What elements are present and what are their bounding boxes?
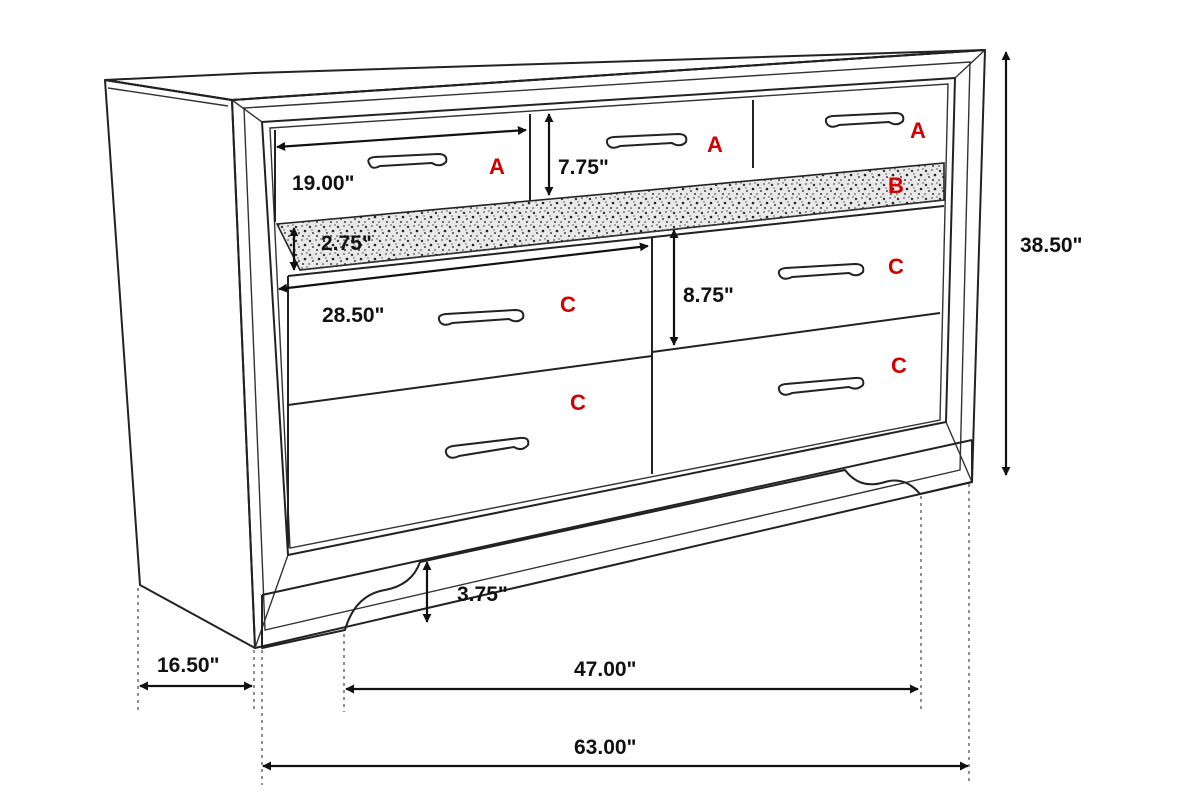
drawer-label-b: B [888,173,904,198]
depth-label: 16.50" [157,654,220,677]
overall-height-label: 38.50" [1020,234,1083,257]
extension-lines [137,484,970,785]
handle-icon [777,263,865,280]
base-height-label: 3.75" [457,583,508,606]
drawer-a-height-label: 7.75" [558,156,609,179]
drawer-b-height-label: 2.75" [321,232,372,255]
handle-icon [444,436,530,459]
drawer-a-width-arrow [276,126,527,151]
handle-icon [605,133,688,149]
drawer-label-c-upper-right: C [888,254,904,279]
base-apron [261,440,973,649]
drawer-label-a-left: A [489,154,505,179]
handle-icon [777,376,865,396]
drawer-c-height-label: 8.75" [683,284,734,307]
drawer-type-labels: A A A B C C C C [489,118,926,415]
drawer-handles [367,112,905,459]
base-inner-width-label: 47.00" [574,658,637,681]
dimension-labels: 38.50" 19.00" 7.75" 2.75" 28.50" 8.75" 3… [157,156,1083,759]
top-surface [104,49,986,101]
handle-icon [824,112,905,128]
drawer-c-width-arrow [278,242,649,293]
drawer-a-width-label: 19.00" [292,172,355,195]
handle-icon [437,309,525,326]
drawer-label-c-upper-left: C [560,292,576,317]
dresser-base [261,439,973,649]
dresser-body [104,49,986,649]
drawer-label-c-lower-right: C [891,353,907,378]
drawer-label-c-lower-left: C [570,390,586,415]
overall-width-label: 63.00" [574,736,637,759]
side-panel [104,79,256,649]
handle-icon [367,153,448,169]
drawer-label-a-middle: A [707,132,723,157]
dimension-arrows [139,51,1011,771]
drawer-c-width-label: 28.50" [322,304,385,327]
drawer-label-a-right: A [910,118,926,143]
